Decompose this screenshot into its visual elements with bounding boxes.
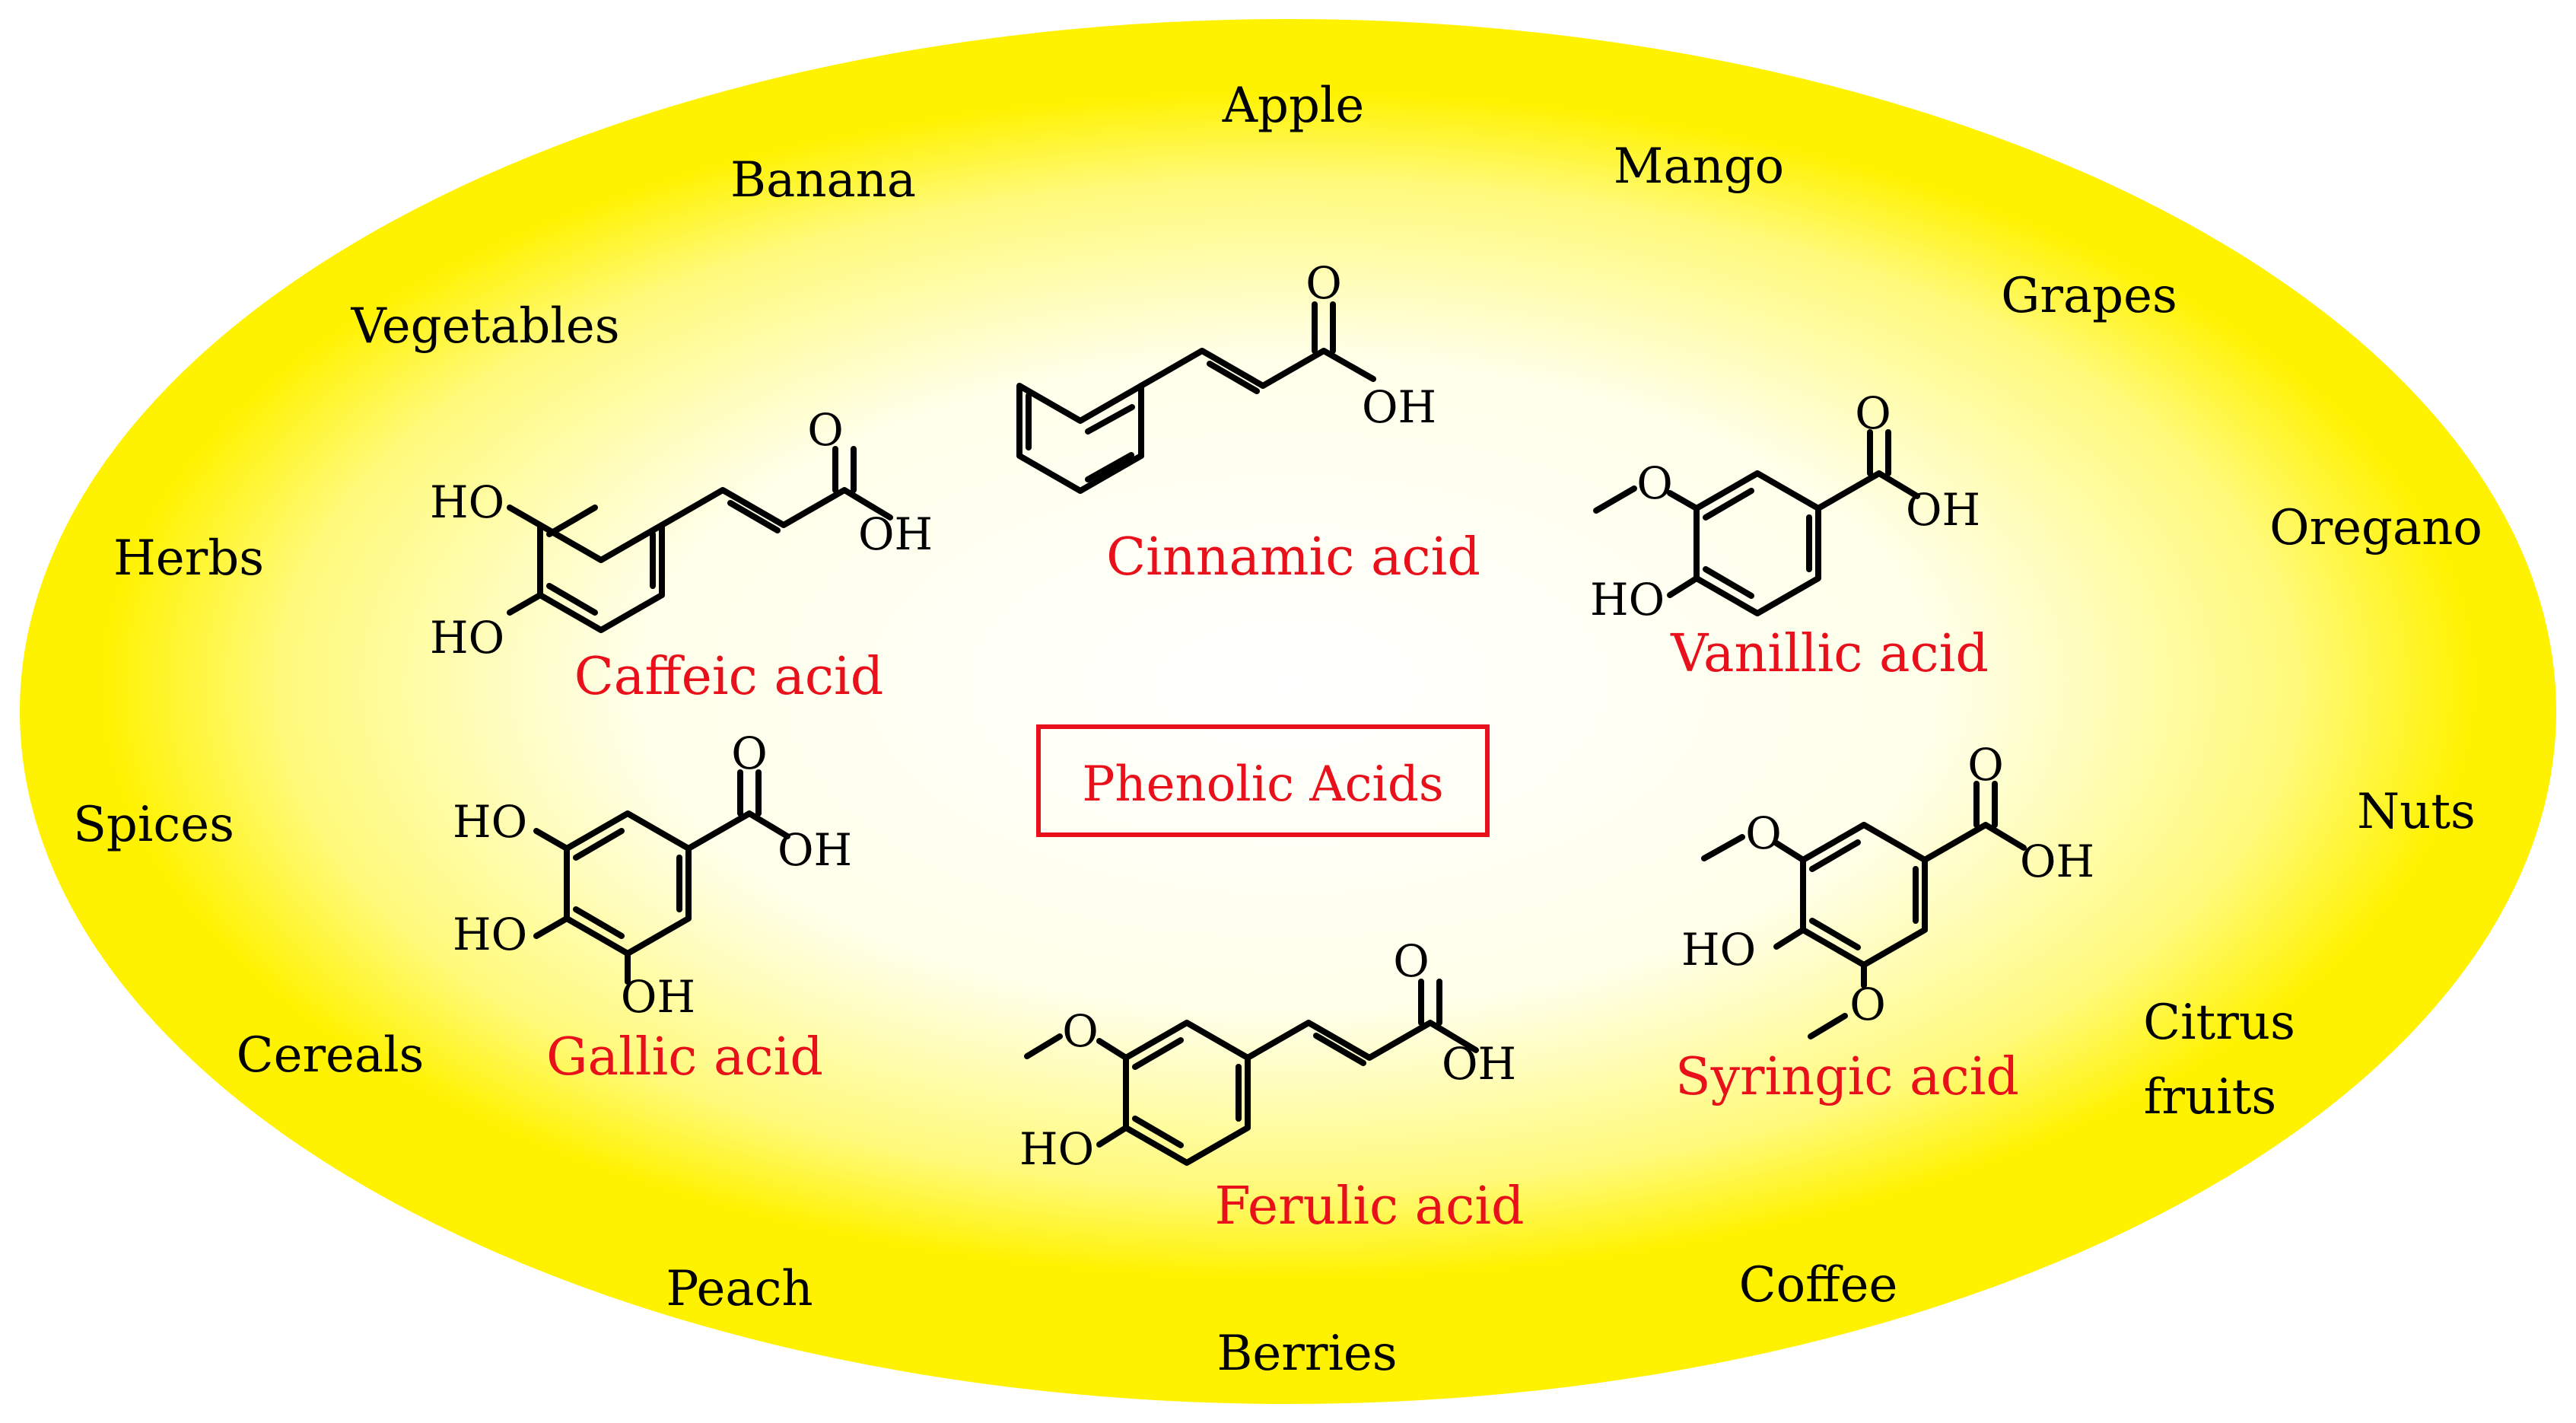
source-banana: Banana <box>730 152 916 209</box>
gallic-atom-ho-1: HO <box>453 796 527 848</box>
compound-name-caffeic: Caffeic acid <box>574 647 883 707</box>
center-label-box: Phenolic Acids <box>1036 724 1490 837</box>
syringic-carboxyl <box>1922 822 2027 863</box>
compound-name-cinnamic: Cinnamic acid <box>1106 527 1480 587</box>
vanillic-atom-oh: OH <box>1906 484 1980 536</box>
gallic-oh-bond-1 <box>533 828 570 852</box>
compound-name-gallic: Gallic acid <box>546 1027 823 1087</box>
caffeic-chain <box>659 487 893 528</box>
source-fruits: fruits <box>2144 1069 2277 1125</box>
center-box-border <box>1036 724 1490 837</box>
compound-name-vanillic: Vanillic acid <box>1670 624 1989 684</box>
source-oregano: Oregano <box>2269 500 2482 556</box>
vanillic-atom-o: O <box>1855 387 1891 439</box>
gallic-acid-structure: O OH HO HO OH <box>453 727 852 1023</box>
cinnamic-atom-o: O <box>1305 257 1342 309</box>
caffeic-atom-oh: OH <box>858 508 933 560</box>
source-cereals: Cereals <box>237 1027 425 1084</box>
caffeic-double-bond <box>727 500 781 533</box>
source-citrus: Citrus <box>2143 995 2295 1051</box>
caffeic-oh-bond-2 <box>507 592 543 616</box>
ferulic-atom-ho: HO <box>1019 1123 1094 1175</box>
syringic-atom-ho: HO <box>1681 924 1756 976</box>
ferulic-atom-methoxy-o: O <box>1062 1005 1099 1057</box>
source-vegetables: Vegetables <box>350 298 619 355</box>
caffeic-atom-o: O <box>807 404 844 456</box>
syringic-oh-bond <box>1773 927 1806 950</box>
gallic-atom-o: O <box>731 727 768 779</box>
vanillic-methyl-bond <box>1593 485 1637 514</box>
source-spices: Spices <box>73 797 234 853</box>
vanillic-methoxy-bond <box>1667 490 1700 511</box>
caffeic-acid-structure: HO HO O OH <box>430 404 933 664</box>
source-apple: Apple <box>1222 78 1365 134</box>
gallic-carboxyl <box>685 810 790 852</box>
caffeic-atom-ho-2: HO <box>430 612 504 664</box>
ferulic-chain <box>1245 1020 1479 1061</box>
gallic-atom-oh-2: OH <box>621 971 695 1023</box>
syringic-atom-methoxy-o-1: O <box>1745 807 1782 859</box>
ferulic-atom-o: O <box>1393 935 1430 987</box>
source-mango: Mango <box>1614 138 1784 195</box>
vanillic-atom-ho: HO <box>1590 574 1665 626</box>
inner-glow-ellipse <box>101 91 2475 1278</box>
syringic-atom-o: O <box>1967 739 2004 791</box>
vanillic-acid-structure: O OH O HO <box>1590 387 1980 626</box>
gallic-atom-oh-1: OH <box>778 824 852 876</box>
syringic-atom-methoxy-o-2: O <box>1849 979 1886 1030</box>
gallic-oh-bond-2 <box>533 915 570 939</box>
caffeic-oh-bond-1 <box>507 505 543 528</box>
cinnamic-double-bond <box>1207 361 1260 394</box>
vanillic-carboxyl <box>1815 470 1920 511</box>
compound-name-syringic: Syringic acid <box>1675 1047 2019 1107</box>
source-berries: Berries <box>1216 1326 1397 1382</box>
syringic-methyl-bond-2 <box>1808 1013 1848 1039</box>
cinnamic-benzene-ring <box>1016 383 1144 494</box>
compound-name-ferulic: Ferulic acid <box>1214 1176 1524 1237</box>
ferulic-acid-structure: O OH O HO <box>1019 935 1516 1175</box>
syringic-methoxy-bond-1 <box>1773 840 1806 863</box>
gallic-atom-ho-2: HO <box>453 909 527 960</box>
source-nuts: Nuts <box>2357 784 2476 840</box>
center-label: Phenolic Acids <box>1082 756 1443 813</box>
ferulic-atom-oh: OH <box>1442 1038 1516 1090</box>
syringic-acid-structure: O OH O HO O <box>1681 739 2094 1039</box>
cinnamic-acid-structure: O OH <box>1016 257 1436 494</box>
source-grapes: Grapes <box>2001 268 2177 324</box>
source-peach: Peach <box>666 1261 813 1317</box>
source-herbs: Herbs <box>113 530 264 587</box>
cinnamic-chain <box>1138 348 1376 389</box>
cinnamic-atom-oh: OH <box>1362 381 1436 433</box>
vanillic-oh-bond <box>1667 575 1700 598</box>
caffeic-atom-ho-1: HO <box>430 476 504 528</box>
vanillic-atom-methoxy-o: O <box>1636 457 1673 509</box>
syringic-methyl-bond-1 <box>1701 834 1745 861</box>
ferulic-double-bond <box>1313 1033 1366 1066</box>
ferulic-methyl-bond <box>1024 1033 1063 1059</box>
source-coffee: Coffee <box>1739 1257 1898 1313</box>
ferulic-oh-bond <box>1096 1125 1129 1148</box>
ferulic-methoxy-bond <box>1096 1038 1129 1061</box>
syringic-atom-oh: OH <box>2020 836 2094 887</box>
